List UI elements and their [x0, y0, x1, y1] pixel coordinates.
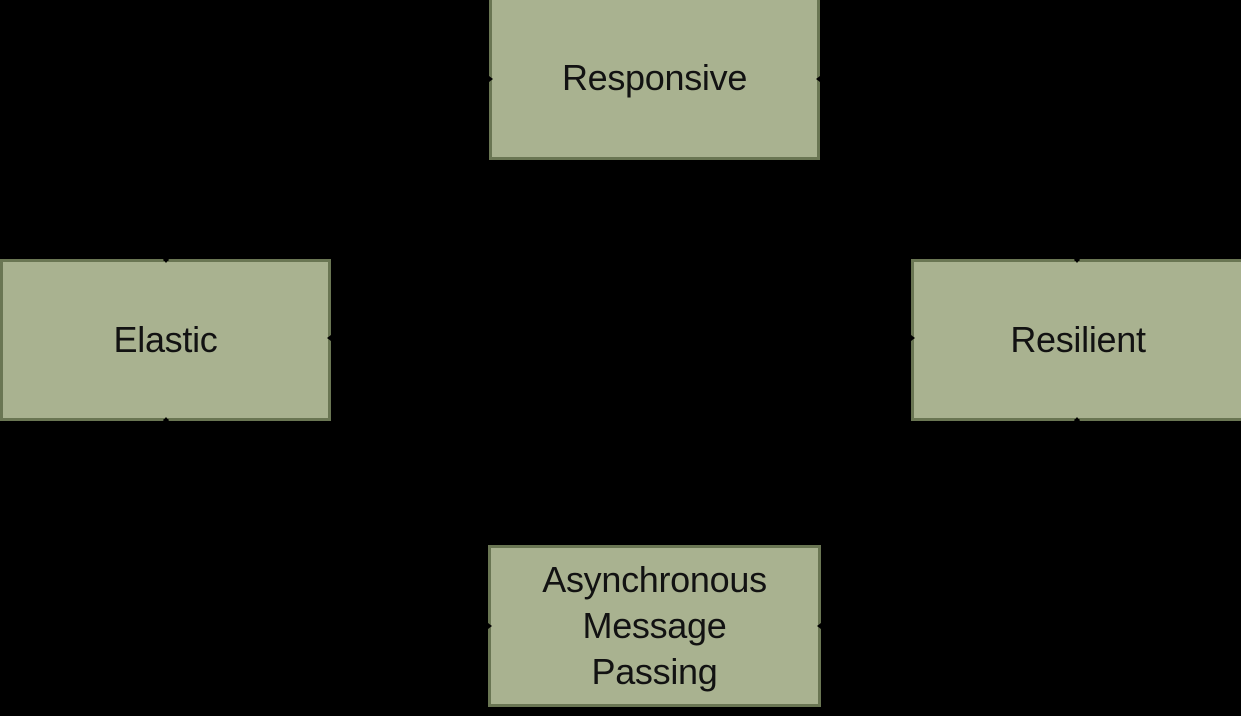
edge-resilient-responsive — [819, 76, 1080, 261]
node-resilient: Resilient — [911, 259, 1241, 421]
node-async-message-passing-label: Asynchronous Message Passing — [542, 558, 767, 693]
node-responsive-label: Responsive — [561, 56, 748, 98]
edge-async-elastic — [163, 419, 489, 629]
edge-elastic-responsive — [163, 76, 490, 261]
node-async-message-passing: Asynchronous Message Passing — [488, 545, 821, 707]
edge-async-resilient — [820, 419, 1080, 629]
node-elastic-label: Elastic — [113, 318, 218, 360]
node-elastic: Elastic — [0, 259, 331, 421]
node-responsive: Responsive — [489, 0, 820, 160]
node-resilient-label: Resilient — [1010, 318, 1146, 360]
